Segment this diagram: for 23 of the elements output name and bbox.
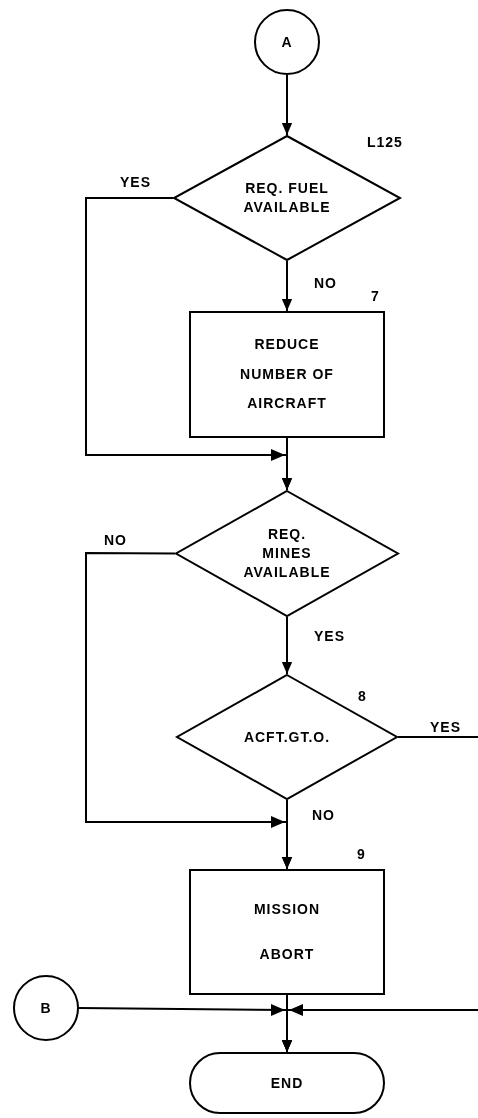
edge-label: YES [118, 174, 153, 190]
node-text: END [270, 1073, 304, 1093]
node-text: REDUCE NUMBER OF AIRCRAFT [239, 335, 335, 414]
edge-label: NO [102, 532, 129, 548]
step-number: 8 [356, 688, 369, 704]
decision-diamond [175, 490, 399, 617]
edge-label: NO [310, 807, 337, 823]
node-text: A [281, 32, 293, 52]
step-number: 7 [369, 288, 382, 304]
edge-label: NO [312, 275, 339, 291]
process-box [189, 311, 385, 438]
node-text: B [40, 998, 52, 1018]
node-text: REQ. FUEL AVAILABLE [243, 179, 331, 217]
node-text: ACFT.GT.O. [243, 727, 331, 747]
edge-label: YES [312, 628, 347, 644]
step-number: L125 [365, 134, 405, 150]
process-box [189, 869, 385, 995]
step-number: 9 [355, 846, 368, 862]
decision-diamond [176, 674, 398, 800]
decision-diamond [173, 135, 401, 261]
node-text: REQ. MINES AVAILABLE [243, 525, 331, 582]
node-text: MISSION ABORT [253, 900, 321, 964]
edge-label: YES [428, 719, 463, 735]
